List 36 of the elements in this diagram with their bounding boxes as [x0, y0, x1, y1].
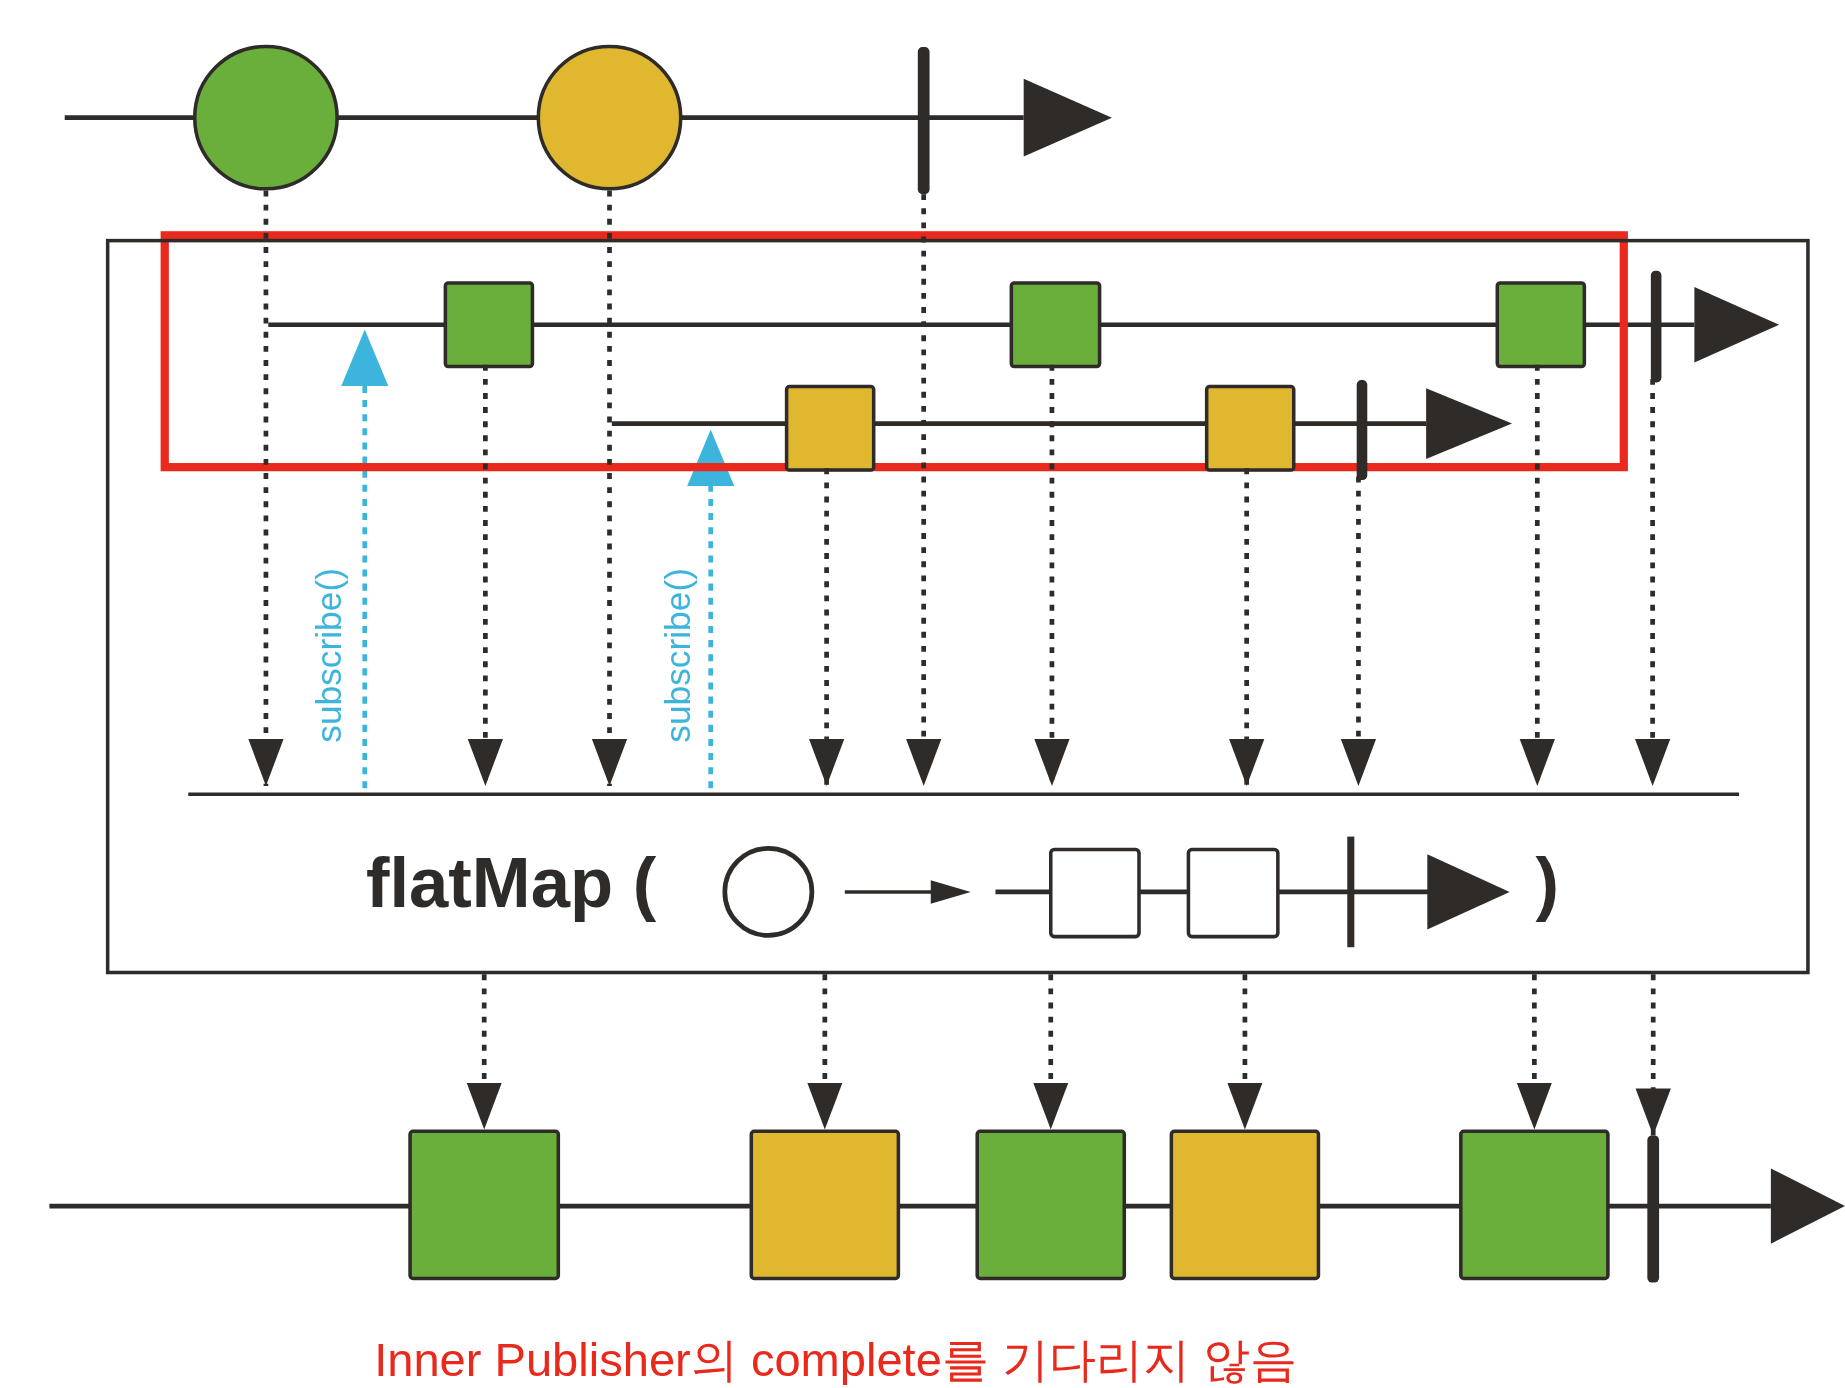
dotted-arrow	[591, 190, 628, 786]
completion-bar	[917, 47, 930, 195]
marble-square	[1009, 281, 1102, 369]
completion-bar	[1650, 270, 1662, 383]
dotted-arrow	[248, 190, 284, 786]
dotted-arrow	[1227, 974, 1263, 1130]
dotted-arrow	[1340, 476, 1377, 786]
dotted-arrow	[1034, 364, 1070, 786]
marble-square	[975, 1129, 1127, 1281]
dotted-arrow	[1635, 974, 1671, 1136]
dotted-arrow	[807, 974, 843, 1130]
marble-square	[1169, 1129, 1321, 1281]
dotted-arrow	[1634, 378, 1671, 786]
marble-square	[1495, 281, 1587, 369]
subscribe-label: subscribe()	[309, 567, 350, 745]
operator-name: flatMap (	[365, 842, 657, 925]
completion-bar	[1356, 380, 1368, 481]
marble-square	[784, 384, 876, 472]
completion-bar	[1647, 1135, 1660, 1283]
closing-parenthesis: )	[1535, 842, 1560, 925]
dotted-arrow	[1033, 974, 1069, 1130]
dotted-arrow	[1229, 468, 1265, 786]
dotted-arrow	[466, 974, 502, 1130]
operator-box	[105, 238, 1810, 975]
caption: Inner Publisher의 complete를 기다리지 않음	[374, 1332, 1298, 1387]
marble-square	[1459, 1129, 1610, 1281]
marble-square	[408, 1129, 561, 1281]
marble-square	[749, 1129, 901, 1281]
dotted-arrow	[1516, 974, 1552, 1130]
dotted-arrow	[467, 364, 503, 786]
marble-square	[443, 281, 535, 369]
dotted-arrow	[1519, 364, 1555, 786]
dotted-arrow	[906, 194, 942, 786]
dotted-arrow	[808, 468, 845, 786]
subscribe-label: subscribe()	[657, 567, 698, 745]
marble-square	[1204, 384, 1296, 472]
